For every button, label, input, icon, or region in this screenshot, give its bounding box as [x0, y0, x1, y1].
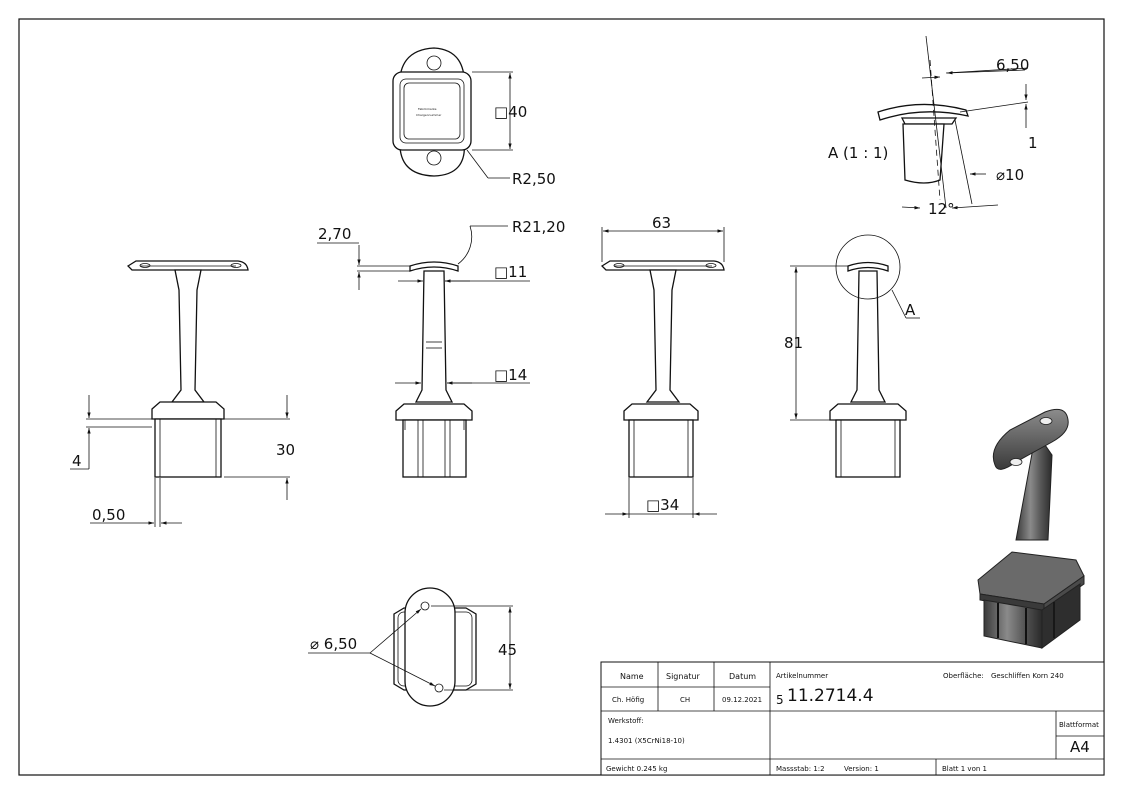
svg-text:Chargennummer: Chargennummer [416, 113, 442, 117]
drawing-frame [18, 18, 1105, 776]
dim-050: 0,50 [92, 506, 125, 524]
dim-sq11: □11 [494, 263, 527, 281]
dim-270: 2,70 [318, 225, 351, 243]
isometric-view [977, 408, 1085, 649]
tb-signatur-header: Signatur [666, 672, 701, 681]
tb-datum-value: 09.12.2021 [722, 696, 762, 704]
dim-1-detail: 1 [1028, 134, 1038, 152]
tb-werkstoff-label: Werkstoff: [608, 717, 644, 725]
tb-oberflaeche-value: Geschliffen Korn 240 [991, 672, 1064, 680]
front-view-right [600, 227, 725, 518]
detail-marker-a: A [905, 301, 916, 319]
detail-a-label: A (1 : 1) [828, 144, 888, 162]
tb-blatt: Blatt 1 von 1 [942, 765, 987, 773]
dim-dia650: ⌀ 6,50 [310, 635, 357, 653]
svg-text:Fabrikmarke: Fabrikmarke [418, 107, 437, 111]
tb-blattformat-label: Blattformat [1059, 721, 1099, 729]
tb-blattformat-value: A4 [1070, 738, 1090, 756]
tb-datum-header: Datum [729, 672, 756, 681]
front-view-middle [317, 225, 530, 478]
dim-650-detail: 6,50 [996, 56, 1029, 74]
tb-werkstoff-value: 1.4301 (X5CrNi18-10) [608, 737, 685, 745]
dim-sq40: □40 [494, 103, 527, 121]
dim-sq34: □34 [646, 496, 679, 514]
dim-63: 63 [652, 214, 671, 232]
dim-dia10-detail: ⌀10 [996, 166, 1024, 184]
detail-a-view [877, 35, 1029, 210]
tb-name-header: Name [620, 672, 644, 681]
tb-signatur-value: CH [680, 696, 690, 704]
bottom-view [308, 587, 513, 707]
tb-gewicht: Gewicht 0.245 kg [606, 765, 667, 773]
dim-4: 4 [72, 452, 82, 470]
dim-sq14: □14 [494, 366, 527, 384]
dim-r2120: R21,20 [512, 218, 565, 236]
top-view: Fabrikmarke Chargennummer [392, 47, 513, 179]
tb-oberflaeche-label: Oberfläche: [943, 672, 984, 680]
dim-45: 45 [498, 641, 517, 659]
dim-30: 30 [276, 441, 295, 459]
dim-angle-12: 12° [928, 200, 955, 218]
title-block [600, 661, 1105, 776]
side-view [790, 234, 920, 478]
tb-massstab: Massstab: 1:2 [776, 765, 825, 773]
tb-artikel-value: 11.2714.4 [787, 686, 874, 706]
dim-81: 81 [784, 334, 803, 352]
tb-artikel-prefix: 5 [776, 693, 784, 707]
tb-name-value: Ch. Höfig [612, 696, 644, 704]
tb-version: Version: 1 [844, 765, 879, 773]
dim-r250: R2,50 [512, 170, 556, 188]
front-view-left [70, 260, 290, 527]
tb-artikel-label: Artikelnummer [776, 672, 828, 680]
